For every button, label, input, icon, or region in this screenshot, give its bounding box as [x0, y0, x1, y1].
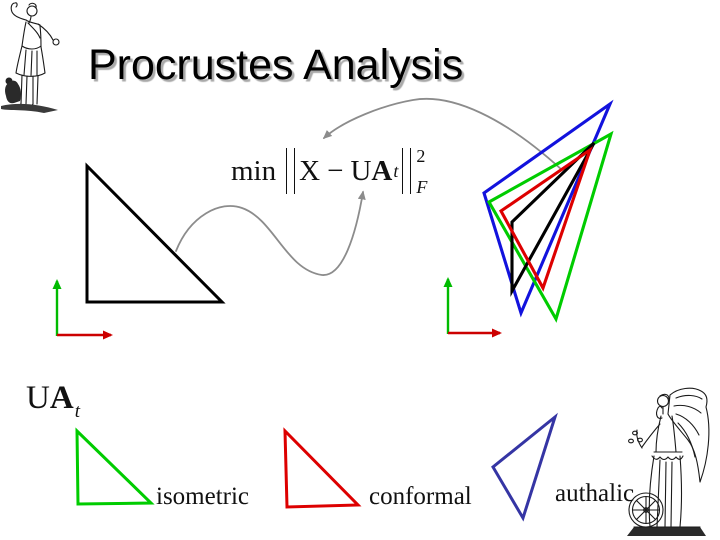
- norm-double-bar-left: [286, 148, 296, 194]
- formula-t-subscript: t: [393, 160, 399, 181]
- norm-double-bar-right: [402, 148, 412, 194]
- ua-t-label: UAt: [26, 380, 80, 423]
- formula-min: min: [231, 154, 277, 187]
- isometric-triangle-green: [75, 427, 155, 506]
- formula-u: U: [350, 154, 372, 187]
- ua-t-subscript: t: [74, 401, 80, 422]
- slide-title: Procrustes Analysis: [88, 41, 464, 89]
- objective-formula: min X − U A t 2 F: [231, 146, 427, 196]
- formula-minus: −: [327, 154, 344, 187]
- cluster-triangle-green: [486, 130, 614, 323]
- authalic-label: authalic: [555, 480, 635, 507]
- arrow-cluster-to-formula: [322, 98, 563, 171]
- cluster-triangle-blue: [482, 99, 614, 318]
- authalic-triangle-blue: [491, 412, 558, 522]
- source-triangle-black: [85, 162, 226, 304]
- arrow-triangle-to-formula: [175, 190, 366, 276]
- conformal-label: conformal: [369, 483, 472, 510]
- formula-x: X: [299, 154, 321, 187]
- formula-exponents: 2 F: [416, 147, 427, 196]
- conformal-triangle-red: [283, 427, 362, 509]
- formula-power: 2: [416, 145, 426, 166]
- cluster-triangle-red: [498, 146, 593, 292]
- isometric-label: isometric: [156, 483, 250, 510]
- formula-frobenius-subscript: F: [416, 176, 428, 197]
- cluster-triangle-black: [510, 141, 596, 297]
- ua-a: A: [49, 380, 74, 416]
- formula-a: A: [371, 154, 393, 187]
- artemis-statue-engraving: [1, 2, 60, 113]
- ua-u: U: [26, 380, 50, 416]
- victory-statue-engraving: [627, 387, 710, 536]
